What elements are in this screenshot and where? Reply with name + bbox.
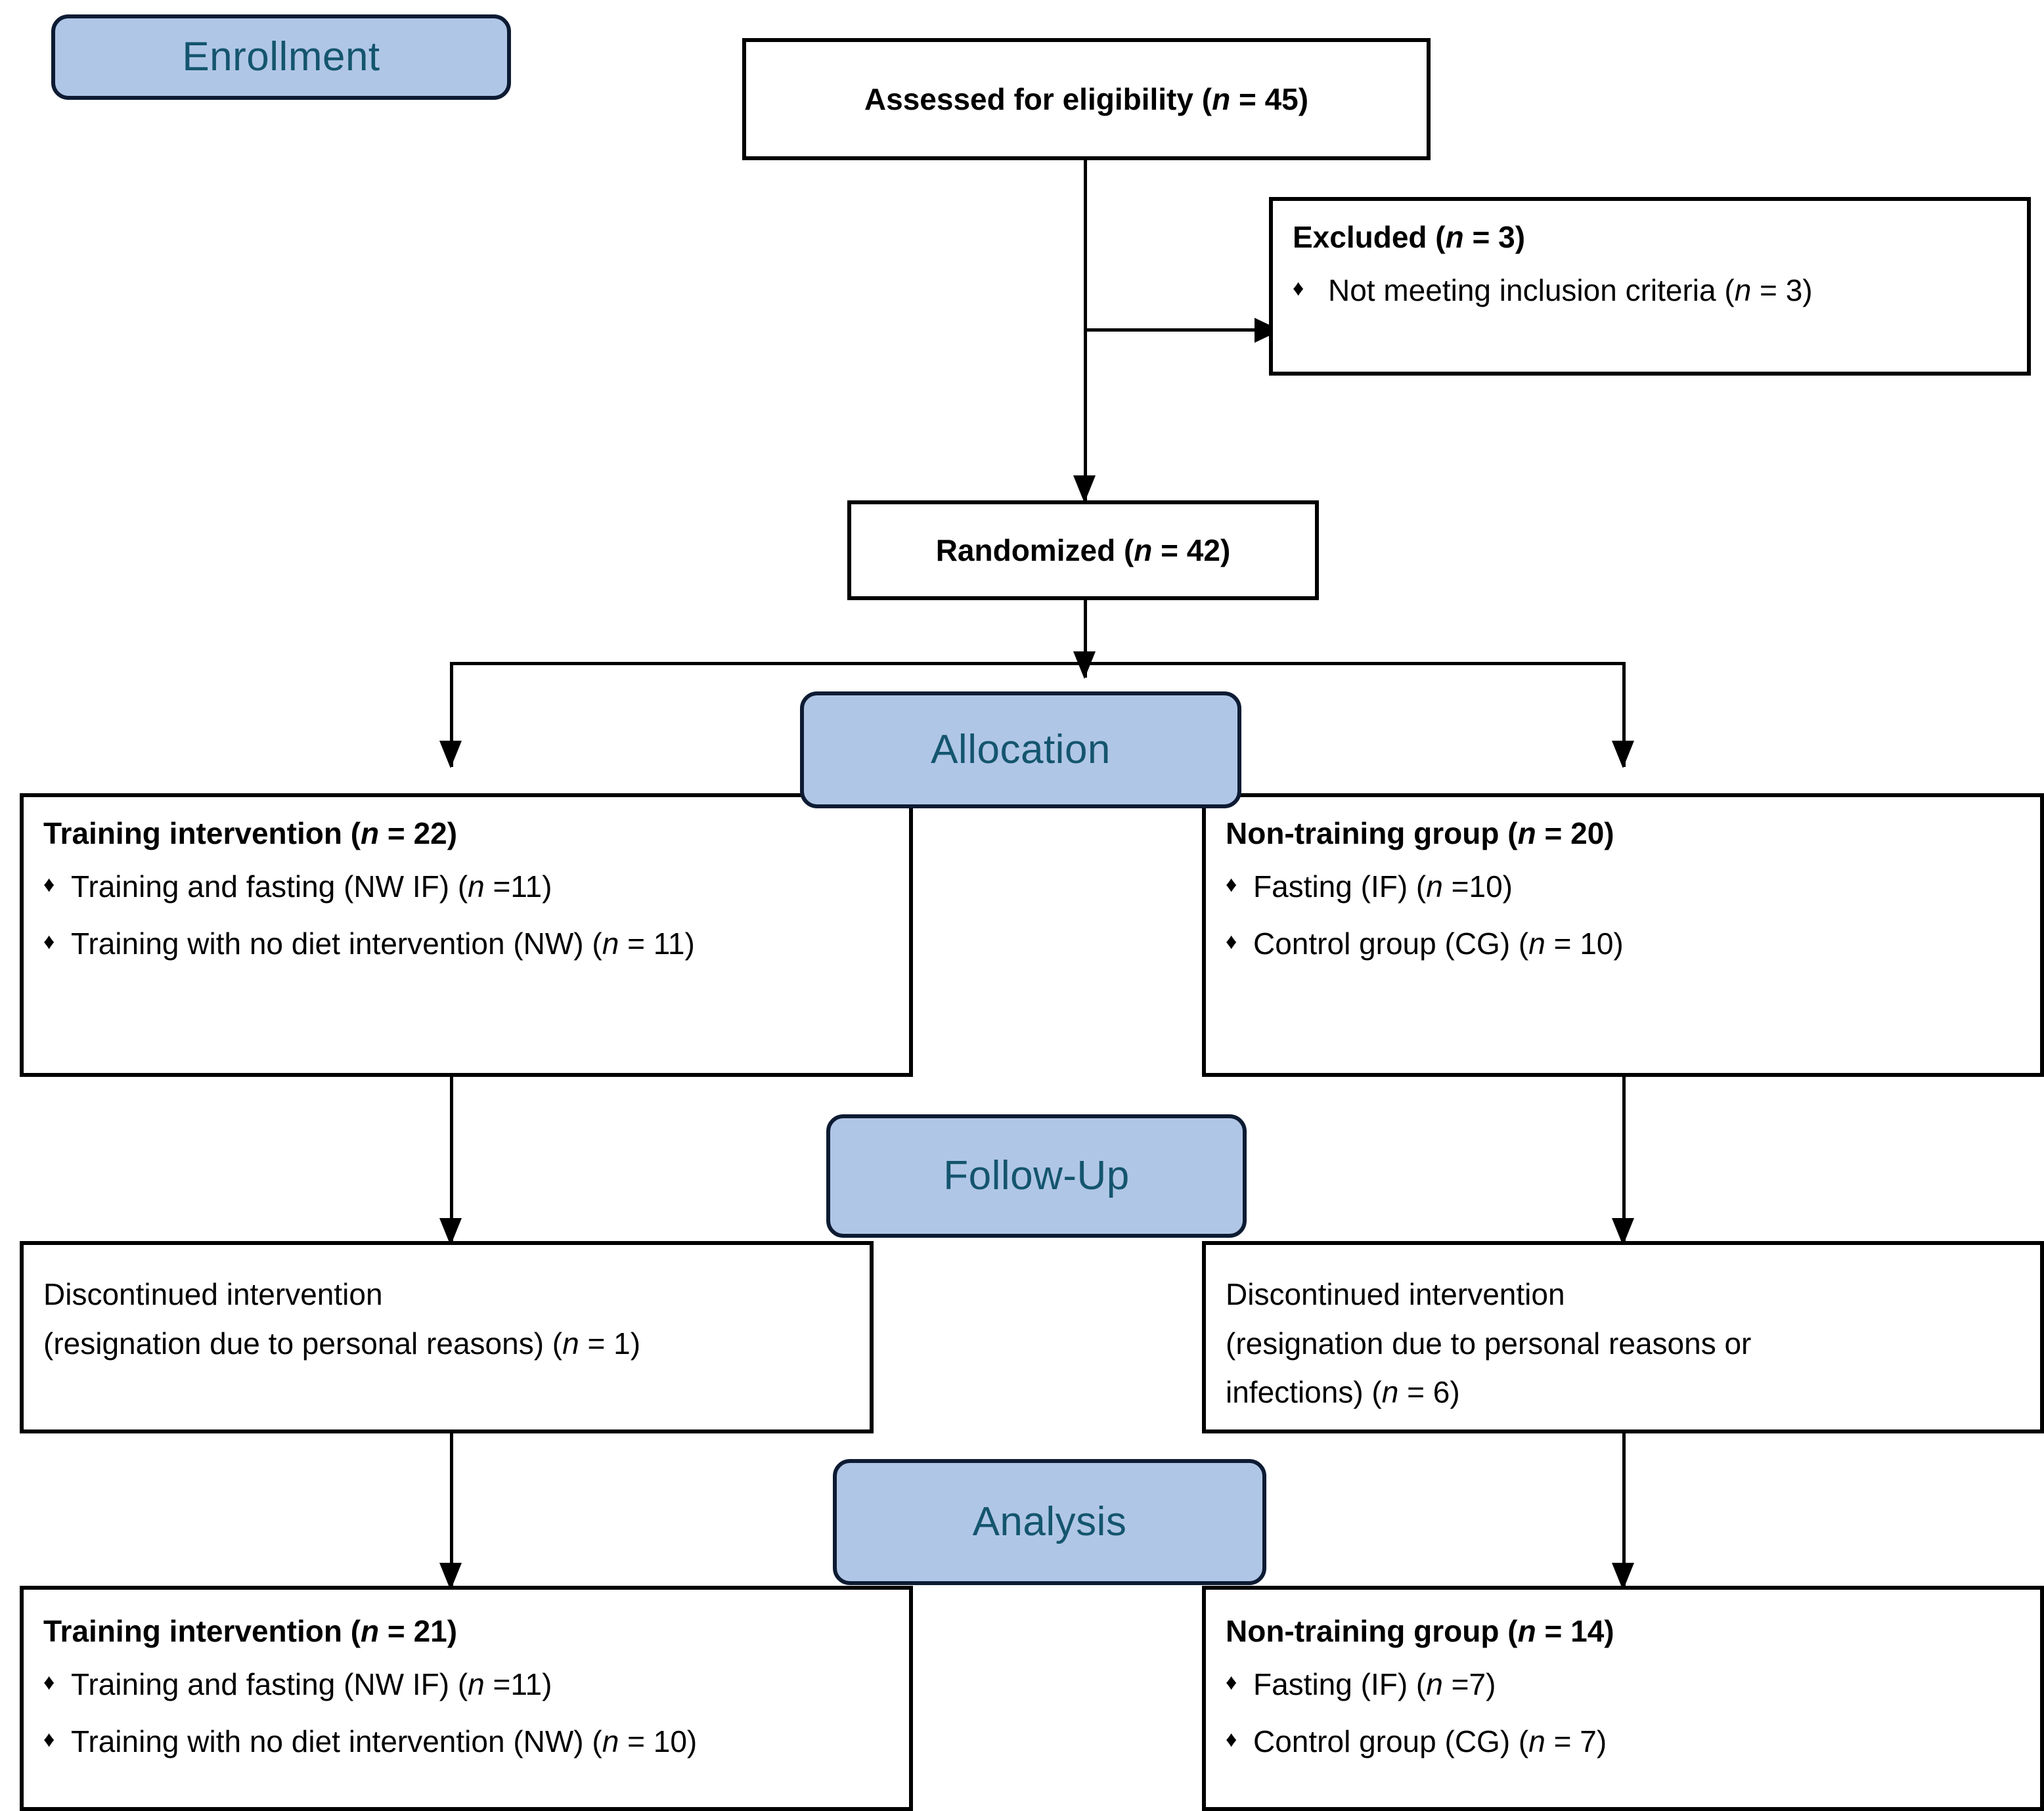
connector-assessed-to-excluded (1084, 328, 1268, 332)
diamond-bullet-icon: ♦ (1226, 1669, 1237, 1695)
list-item: ♦ Training with no diet intervention (NW… (43, 1718, 889, 1765)
followup-right-line2: (resignation due to personal reasons or (1226, 1326, 1752, 1361)
box-assessed-for-eligibility: Assessed for eligibility (n = 45) (742, 38, 1431, 160)
box-followup-right-discontinued: Discontinued intervention (resignation d… (1202, 1241, 2044, 1433)
connector-split-right-down (1622, 662, 1626, 767)
box-analysis-non-training-group: Non-training group (n = 14) ♦ Fasting (I… (1202, 1586, 2044, 1811)
n-symbol: n (361, 1614, 380, 1648)
diamond-bullet-icon: ♦ (1226, 1727, 1237, 1753)
n-symbol: n (1381, 1375, 1399, 1410)
analysis-left-bullet-2: Training with no diet intervention (NW) … (71, 1724, 698, 1759)
followup-right-line3: infections) (n = 6) (1226, 1375, 1460, 1410)
list-item: ♦ Control group (CG) (n = 7) (1226, 1718, 2020, 1765)
analysis-left-title: Training intervention (n = 21) (43, 1614, 458, 1648)
analysis-right-bullet-2: Control group (CG) (n = 7) (1253, 1724, 1607, 1759)
stage-badge-allocation: Allocation (800, 691, 1241, 808)
n-symbol: n (1445, 220, 1464, 254)
excluded-bullet-text: Not meeting inclusion criteria (n = 3) (1328, 273, 1813, 307)
excluded-title: Excluded (n = 3) (1293, 220, 1526, 254)
diamond-bullet-icon: ♦ (43, 871, 55, 897)
arrowhead-to-randomized (1073, 475, 1096, 503)
n-symbol: n (1517, 816, 1536, 850)
connector-allocleft-to-followupleft (450, 1076, 453, 1243)
n-symbol: n (1528, 1724, 1545, 1759)
alloc-left-bullet-1: Training and fasting (NW IF) (n =11) (71, 869, 552, 904)
n-symbol: n (602, 1724, 619, 1759)
list-item: ♦ Training with no diet intervention (NW… (43, 921, 889, 967)
n-symbol: n (1134, 533, 1153, 567)
diamond-bullet-icon: ♦ (1226, 871, 1237, 897)
arrowhead-to-alloc-right (1612, 741, 1634, 768)
stage-badge-analysis: Analysis (833, 1459, 1266, 1585)
connector-followupright-to-analysisright (1622, 1433, 1626, 1588)
box-followup-left-discontinued: Discontinued intervention (resignation d… (20, 1241, 874, 1433)
stage-badge-followup: Follow-Up (826, 1114, 1247, 1238)
list-item: ♦ Control group (CG) (n = 10) (1226, 921, 2020, 967)
arrowhead-randomized-split (1073, 651, 1096, 679)
list-item: ♦ Training and fasting (NW IF) (n =11) (43, 863, 889, 910)
alloc-left-bullet-2: Training with no diet intervention (NW) … (71, 927, 695, 961)
assessed-title: Assessed for eligibility (n = 45) (864, 81, 1309, 116)
n-symbol: n (361, 816, 380, 850)
stage-label-followup: Follow-Up (943, 1153, 1130, 1198)
analysis-right-title: Non-training group (n = 14) (1226, 1614, 1614, 1648)
n-symbol: n (562, 1326, 579, 1361)
connector-split-horizontal (450, 662, 1626, 665)
stage-badge-enrollment: Enrollment (51, 14, 511, 100)
alloc-right-bullet-2: Control group (CG) (n = 10) (1253, 927, 1624, 961)
box-allocation-non-training-group: Non-training group (n = 20) ♦ Fasting (I… (1202, 793, 2044, 1077)
n-symbol: n (1426, 1667, 1443, 1701)
list-item: ♦ Not meeting inclusion criteria (n = 3) (1293, 267, 2007, 314)
list-item: ♦ Training and fasting (NW IF) (n =11) (43, 1661, 889, 1708)
stage-label-enrollment: Enrollment (182, 34, 380, 79)
n-symbol: n (468, 869, 485, 904)
box-analysis-training-intervention: Training intervention (n = 21) ♦ Trainin… (20, 1586, 913, 1811)
analysis-left-bullet-1: Training and fasting (NW IF) (n =11) (71, 1667, 552, 1701)
box-allocation-training-intervention: Training intervention (n = 22) ♦ Trainin… (20, 793, 913, 1077)
alloc-right-title: Non-training group (n = 20) (1226, 816, 1614, 850)
list-item: ♦ Fasting (IF) (n =10) (1226, 863, 2020, 910)
stage-label-analysis: Analysis (972, 1499, 1127, 1544)
diamond-bullet-icon: ♦ (1293, 275, 1304, 301)
n-symbol: n (1528, 927, 1545, 961)
diamond-bullet-icon: ♦ (43, 929, 55, 955)
followup-right-line1: Discontinued intervention (1226, 1277, 1565, 1311)
connector-randomized-down (1084, 599, 1087, 678)
n-symbol: n (468, 1667, 485, 1701)
followup-left-line1: Discontinued intervention (43, 1277, 383, 1311)
list-item: ♦ Fasting (IF) (n =7) (1226, 1661, 2020, 1708)
analysis-right-bullet-1: Fasting (IF) (n =7) (1253, 1667, 1496, 1701)
n-symbol: n (1212, 81, 1231, 116)
n-symbol: n (1517, 1614, 1536, 1648)
n-symbol: n (602, 927, 619, 961)
box-randomized: Randomized (n = 42) (847, 500, 1319, 600)
diamond-bullet-icon: ♦ (43, 1669, 55, 1695)
n-symbol: n (1426, 869, 1443, 904)
diamond-bullet-icon: ♦ (43, 1727, 55, 1753)
arrowhead-to-alloc-left (439, 741, 462, 768)
box-excluded: Excluded (n = 3) ♦ Not meeting inclusion… (1269, 197, 2031, 376)
connector-allocright-to-followupright (1622, 1076, 1626, 1243)
stage-label-allocation: Allocation (931, 727, 1111, 772)
alloc-right-bullet-1: Fasting (IF) (n =10) (1253, 869, 1513, 904)
diamond-bullet-icon: ♦ (1226, 929, 1237, 955)
alloc-left-title: Training intervention (n = 22) (43, 816, 458, 850)
connector-followupleft-to-analysisleft (450, 1433, 453, 1588)
followup-left-line2: (resignation due to personal reasons) (n… (43, 1326, 641, 1361)
n-symbol: n (1734, 273, 1752, 307)
connector-split-left-down (450, 662, 453, 767)
randomized-title: Randomized (n = 42) (935, 533, 1231, 567)
